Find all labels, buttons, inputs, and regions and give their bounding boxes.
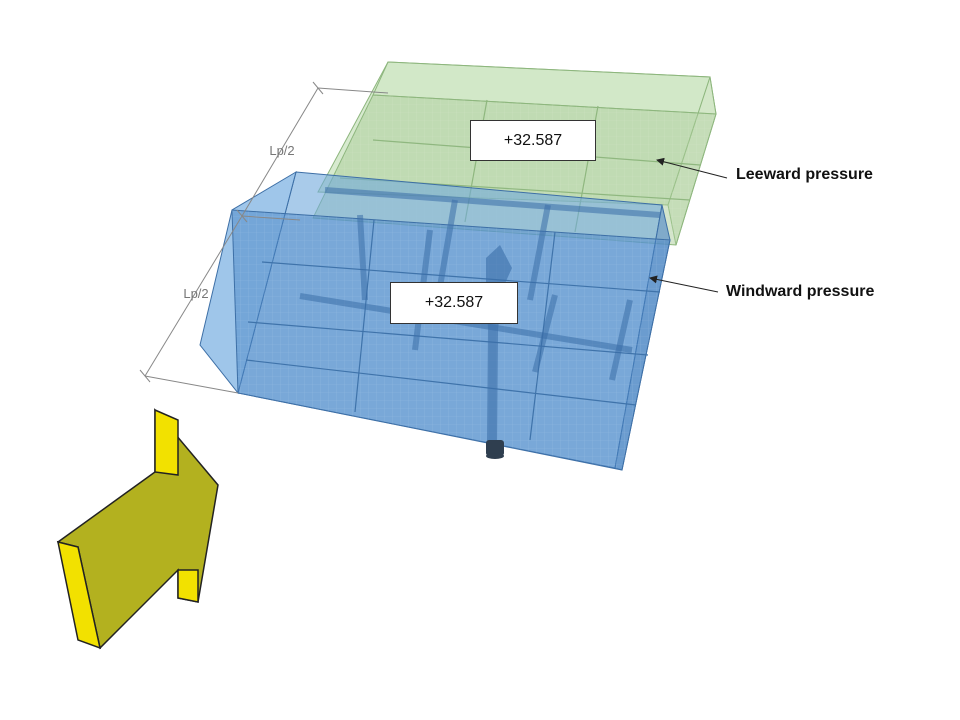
leeward-pressure-label: Leeward pressure — [736, 166, 873, 183]
wind-direction-arrow — [56, 407, 219, 650]
tracker-torque-tube — [299, 187, 661, 381]
dimension-lines — [139, 81, 389, 394]
windward-panel-grid — [245, 219, 661, 441]
leeward-pressure-value: +32.587 — [470, 120, 596, 161]
dimension-line-upper — [241, 87, 319, 217]
dimension-label-upper: Lp/2 — [269, 143, 294, 158]
windward-pressure-label: Windward pressure — [726, 283, 875, 300]
windward-callout-arrow — [649, 275, 719, 293]
windward-pressure-value: +32.587 — [390, 282, 518, 324]
dimension-line-lower — [144, 215, 243, 377]
dimension-label-lower: Lp/2 — [183, 286, 208, 301]
leeward-callout-arrow — [656, 157, 728, 179]
